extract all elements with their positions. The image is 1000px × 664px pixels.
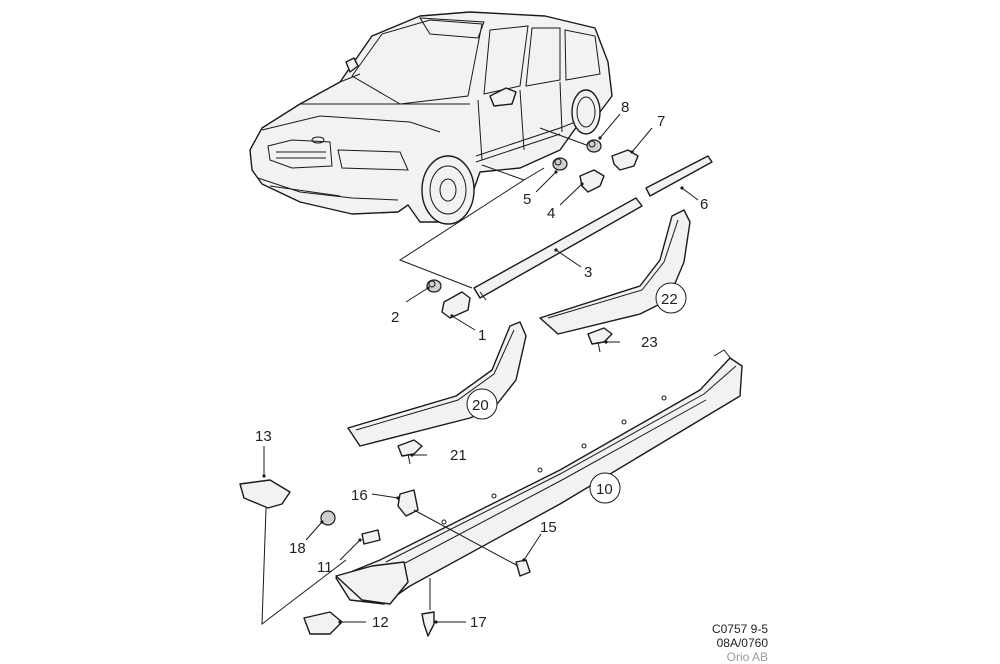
callout-2: 2 <box>391 309 399 326</box>
item-10-sill-skirt <box>335 349 743 605</box>
callout-18: 18 <box>289 540 306 557</box>
callout-8: 8 <box>621 99 629 116</box>
callout-15: 15 <box>540 519 557 536</box>
item-4-bracket <box>579 169 605 193</box>
callout-22-circle <box>655 282 687 314</box>
item-5-clip <box>552 157 568 171</box>
callout-23: 23 <box>641 334 658 351</box>
callout-10: 10 <box>596 481 613 498</box>
item-12-nut <box>303 611 343 635</box>
callout-10-circle <box>589 472 621 504</box>
item-11-screw <box>361 529 381 545</box>
callout-4: 4 <box>547 205 555 222</box>
callout-5: 5 <box>523 191 531 208</box>
callout-21: 21 <box>450 447 467 464</box>
callout-1: 1 <box>478 327 486 344</box>
item-18-nut <box>320 510 336 526</box>
callout-22: 22 <box>661 291 678 308</box>
car-illustration <box>249 11 613 225</box>
callout-20-circle <box>466 388 498 420</box>
upper-fasteners <box>426 139 713 319</box>
callout-13: 13 <box>255 428 272 445</box>
drawing-reference: 08A/0760 <box>716 636 768 650</box>
callout-6: 6 <box>700 196 708 213</box>
callout-3: 3 <box>584 264 592 281</box>
company-name: Orio AB <box>726 650 768 664</box>
drawing-code: C0757 9-5 <box>711 622 768 636</box>
callout-17: 17 <box>470 614 487 631</box>
item-6-trim-strip <box>645 155 713 197</box>
callout-20: 20 <box>472 397 489 414</box>
item-7-bracket <box>611 149 639 171</box>
lower-fasteners <box>239 479 531 637</box>
callout-labels: 1 2 3 4 5 6 7 8 10 11 12 13 15 16 17 18 … <box>255 99 708 631</box>
item-2-clip <box>426 279 442 293</box>
callout-16: 16 <box>351 487 368 504</box>
item-3-trim-strip <box>473 197 643 299</box>
leader-lines <box>261 113 699 626</box>
callout-7: 7 <box>657 113 665 130</box>
item-15-bolt <box>515 559 531 577</box>
callout-12: 12 <box>372 614 389 631</box>
item-22-sill-plate <box>539 209 691 335</box>
item-16-clip <box>397 489 419 517</box>
item-1-end-cap <box>441 291 471 319</box>
circled-callouts <box>466 282 687 504</box>
item-20-sill-plate <box>347 321 527 447</box>
item-17-screw <box>421 611 435 637</box>
item-21-clip <box>397 439 423 457</box>
sill-plates <box>347 209 691 465</box>
item-23-clip <box>587 327 613 345</box>
item-8-clip <box>586 139 602 153</box>
item-13-bracket <box>239 479 291 509</box>
callout-11: 11 <box>317 559 333 576</box>
